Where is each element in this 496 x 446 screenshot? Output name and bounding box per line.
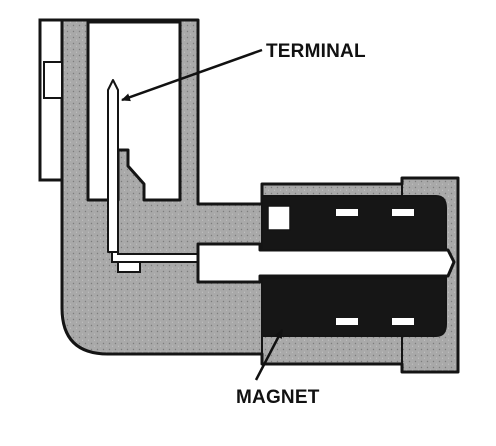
sensor-shaft [196, 242, 456, 284]
terminal-label: TERMINAL [266, 41, 366, 62]
flange-rib [43, 61, 63, 99]
magnet-leader-arrow [254, 329, 284, 381]
terminal-clip [117, 261, 141, 273]
magnet-label: MAGNET [236, 387, 320, 408]
terminal-pin [107, 79, 119, 253]
magnet-lower-slot-2 [392, 318, 414, 325]
magnet-upper-slot-1 [336, 209, 358, 216]
terminal-leader-arrow [121, 48, 263, 102]
housing-step-detail [261, 184, 403, 364]
magnet-lower [261, 277, 447, 337]
magnet-lower-slot-1 [336, 318, 358, 325]
connector-socket-cavity [86, 20, 182, 202]
magnet-upper-slot-2 [392, 209, 414, 216]
magnet-upper-window [267, 205, 291, 231]
mounting-flange [38, 18, 64, 182]
